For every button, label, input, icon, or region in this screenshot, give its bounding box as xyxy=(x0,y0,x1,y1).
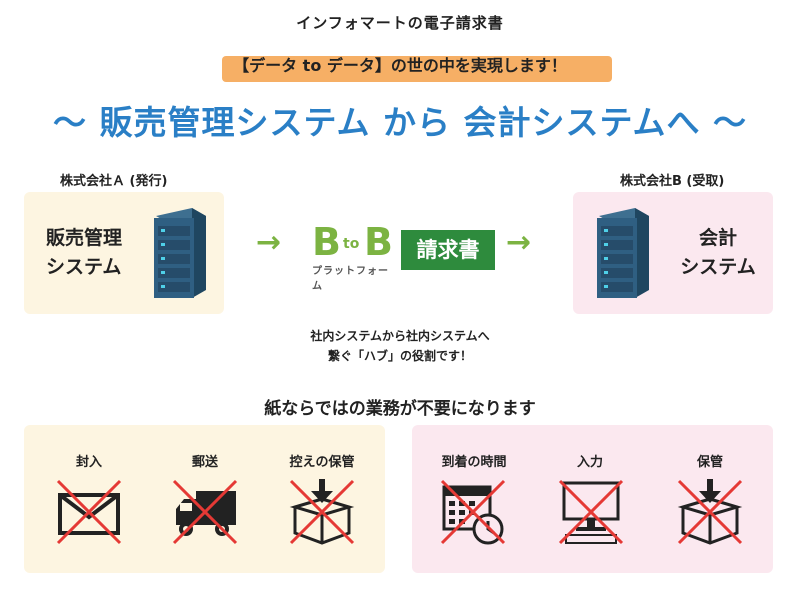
item-label-copy-storage: 控えの保管 xyxy=(289,455,355,470)
truck-icon xyxy=(172,479,238,545)
server-icon xyxy=(597,208,649,298)
computer-icon xyxy=(558,479,624,545)
company-a-label: 株式会社Ａ (発行) xyxy=(60,174,168,189)
box-icon xyxy=(677,479,743,545)
company-b-label: 株式会社B (受取) xyxy=(620,174,725,189)
invoice-badge: 請求書 xyxy=(401,230,495,270)
item-label-mailing: 郵送 xyxy=(191,455,218,470)
calendar-clock-icon xyxy=(440,479,506,545)
headline: ～ 販売管理システム から 会計システムへ ～ xyxy=(53,103,747,142)
caption-line1: 社内システムから社内システムへ xyxy=(310,329,490,343)
system-a-box: 販売管理 システム xyxy=(24,192,224,314)
paper-tasks-panel-left: 封入 郵送 控えの保管 xyxy=(24,425,385,573)
envelope-icon xyxy=(56,479,122,545)
hub-caption: 社内システムから社内システムへ 繋ぐ「ハブ」の役割です！ xyxy=(0,326,800,366)
system-a-label: 販売管理 システム xyxy=(46,224,122,282)
item-label-arrival-time: 到着の時間 xyxy=(441,455,507,470)
arrow-right-1: → xyxy=(256,225,282,260)
system-b-label: 会計 システム xyxy=(673,224,763,282)
platform-b-right: B xyxy=(364,220,393,264)
system-b-box: 会計 システム xyxy=(573,192,773,314)
system-a-line2: システム xyxy=(46,256,122,278)
highlight-bar xyxy=(222,56,612,82)
tagline: 【データ to データ】の世の中を実現します！ xyxy=(233,56,567,75)
section-title: 紙ならではの業務が不要になります xyxy=(264,399,536,419)
item-label-enclosing: 封入 xyxy=(75,455,102,470)
platform-b-left: B xyxy=(312,220,341,264)
page-subtitle: インフォマートの電子請求書 xyxy=(296,14,504,32)
system-b-line1: 会計 xyxy=(698,227,737,249)
system-a-line1: 販売管理 xyxy=(46,227,123,249)
caption-line2: 繋ぐ「ハブ」の役割です！ xyxy=(327,349,472,363)
platform-subtitle: プラットフォーム xyxy=(312,266,389,292)
platform-to: to xyxy=(343,236,360,252)
arrow-right-2: → xyxy=(506,225,532,260)
item-label-storage: 保管 xyxy=(696,455,723,470)
paper-tasks-panel-right: 到着の時間 入力 保管 xyxy=(412,425,773,573)
server-icon xyxy=(154,208,206,298)
box-icon xyxy=(289,479,355,545)
btob-platform-logo: B to B プラットフォーム xyxy=(312,220,396,292)
system-b-line2: システム xyxy=(680,256,756,278)
item-label-input: 入力 xyxy=(576,455,603,470)
